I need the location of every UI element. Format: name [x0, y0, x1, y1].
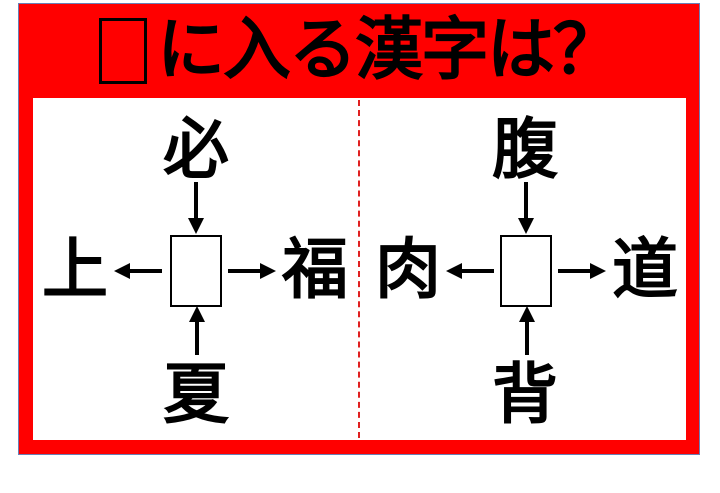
arrow-right-head	[260, 263, 276, 279]
blank-square-icon	[98, 17, 147, 84]
dashed-divider	[358, 100, 360, 438]
arrow-up-head	[189, 306, 205, 322]
kanji-right: 道	[612, 231, 678, 308]
kanji-bottom: 背	[492, 356, 558, 433]
kanji-top: 必	[163, 111, 229, 188]
arrow-down-icon	[518, 218, 534, 234]
kanji-left: 上	[42, 231, 108, 308]
kanji-bottom: 夏	[163, 356, 229, 433]
answer-box	[170, 235, 222, 307]
arrow-left-head	[114, 263, 130, 279]
answer-box	[500, 235, 552, 307]
title-bar: に入る漢字は？	[18, 3, 700, 98]
arrow-up-icon	[519, 306, 535, 322]
arrow-left-icon	[446, 263, 462, 279]
arrow-right-icon	[590, 263, 606, 279]
kanji-left: 肉	[375, 231, 441, 308]
kanji-right: 福	[282, 231, 348, 308]
arrow-down-head	[188, 218, 204, 234]
kanji-top: 腹	[492, 111, 558, 188]
title-text: に入る漢字は？	[156, 10, 621, 90]
